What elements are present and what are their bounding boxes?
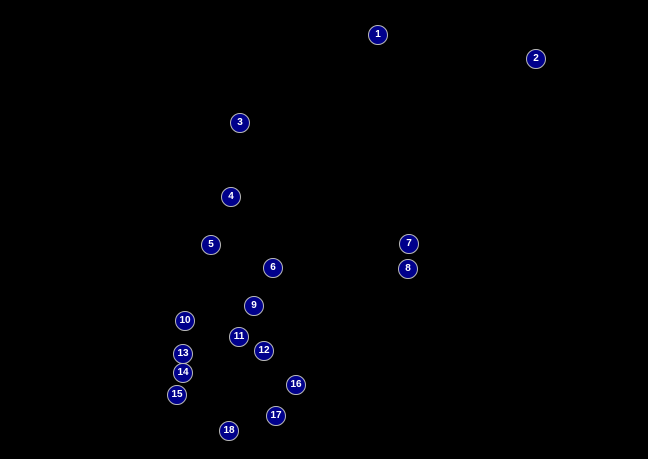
marker-label: 12 bbox=[258, 345, 270, 356]
marker-label: 18 bbox=[223, 425, 235, 436]
map-marker[interactable]: 7 bbox=[399, 234, 419, 254]
marker-label: 7 bbox=[406, 238, 412, 249]
map-marker[interactable]: 10 bbox=[175, 311, 195, 331]
map-marker[interactable]: 9 bbox=[244, 296, 264, 316]
map-marker[interactable]: 11 bbox=[229, 327, 249, 347]
marker-label: 8 bbox=[405, 263, 411, 274]
marker-label: 16 bbox=[290, 379, 302, 390]
marker-label: 6 bbox=[270, 262, 276, 273]
marker-label: 5 bbox=[208, 239, 214, 250]
map-marker[interactable]: 12 bbox=[254, 341, 274, 361]
map-marker[interactable]: 4 bbox=[221, 187, 241, 207]
marker-label: 13 bbox=[177, 348, 189, 359]
map-marker[interactable]: 16 bbox=[286, 375, 306, 395]
marker-label: 10 bbox=[179, 315, 191, 326]
map-marker[interactable]: 13 bbox=[173, 344, 193, 364]
marker-label: 9 bbox=[251, 300, 257, 311]
map-marker[interactable]: 1 bbox=[368, 25, 388, 45]
marker-label: 4 bbox=[228, 191, 234, 202]
marker-label: 15 bbox=[171, 389, 183, 400]
marker-label: 1 bbox=[375, 29, 381, 40]
marker-label: 14 bbox=[177, 367, 189, 378]
map-marker[interactable]: 15 bbox=[167, 385, 187, 405]
map-marker[interactable]: 6 bbox=[263, 258, 283, 278]
map-marker[interactable]: 5 bbox=[201, 235, 221, 255]
map-marker[interactable]: 14 bbox=[173, 363, 193, 383]
marker-label: 2 bbox=[533, 53, 539, 64]
map-marker[interactable]: 18 bbox=[219, 421, 239, 441]
marker-label: 11 bbox=[233, 331, 245, 342]
marker-label: 3 bbox=[237, 117, 243, 128]
marker-label: 17 bbox=[270, 410, 282, 421]
map-marker[interactable]: 3 bbox=[230, 113, 250, 133]
map-marker[interactable]: 17 bbox=[266, 406, 286, 426]
map-marker[interactable]: 8 bbox=[398, 259, 418, 279]
map-marker[interactable]: 2 bbox=[526, 49, 546, 69]
